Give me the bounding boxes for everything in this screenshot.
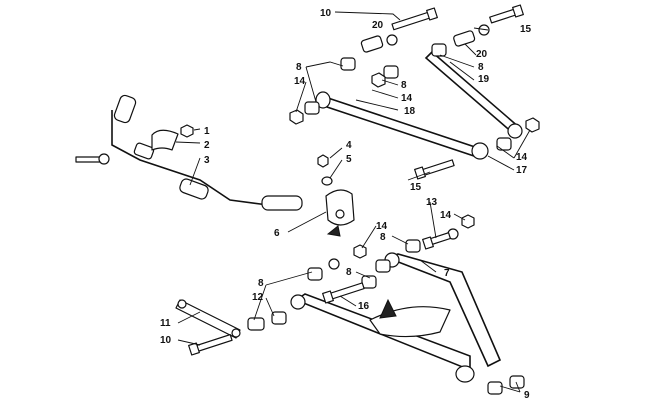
bolt-lower-15 — [414, 159, 455, 180]
clamp-bolt — [75, 156, 101, 163]
lower-a-arm-assembly — [175, 214, 525, 395]
callout-9: 9 — [524, 390, 530, 401]
sway-bar-tube — [111, 110, 269, 206]
sway-bar-clamp — [151, 129, 179, 151]
upper-arm-ball-joint — [471, 142, 489, 160]
upper-a-arm-assembly — [289, 4, 540, 180]
upper-arm-bushing-right — [507, 123, 523, 139]
link-plate-hole-a — [177, 299, 187, 309]
lower-arm-gusset — [369, 306, 451, 338]
sway-bar-assembly — [75, 94, 355, 237]
spacer-lower-12 — [247, 317, 265, 331]
callout-15-upper: 15 — [520, 24, 532, 35]
lower-arm-rear-tube — [385, 253, 502, 368]
callout-14-upper-left: 14 — [294, 76, 306, 87]
washer-lower-a — [328, 258, 340, 270]
nut-upper-a — [289, 109, 304, 125]
spacer-upper-b — [453, 30, 476, 47]
bushing-sleeve-upper-b — [304, 101, 320, 115]
bushing-9-b — [509, 375, 525, 389]
sway-bar-sleeve — [179, 178, 209, 200]
callout-2: 2 — [204, 140, 210, 151]
callout-8-upper-right: 8 — [478, 62, 484, 73]
callout-8-lower-left: 8 — [258, 278, 264, 289]
bolt-lower-10 — [188, 333, 233, 356]
leader-lines — [175, 11, 531, 393]
callout-8-upper-mid: 8 — [401, 80, 407, 91]
lower-arm-ball-joint — [455, 365, 475, 383]
callout-11: 11 — [160, 318, 171, 329]
washer-upper-b — [478, 24, 490, 36]
sway-bar-end-link — [325, 189, 355, 226]
bushing-sleeve-lower-d — [271, 311, 287, 325]
bushing-sleeve-lower-a — [405, 239, 421, 253]
bushing-sleeve-lower-c — [307, 267, 323, 281]
clamp-nut — [180, 124, 194, 138]
callout-17: 17 — [516, 165, 528, 176]
upper-arm-front-tube — [316, 95, 480, 157]
lower-arm-bushing-left — [290, 294, 306, 310]
callout-14-upper-right: 14 — [516, 152, 528, 163]
bushing-sleeve-upper-e — [496, 137, 512, 151]
bushing-sleeve-upper-c — [431, 43, 447, 57]
callout-8-lower-mid: 8 — [346, 267, 352, 278]
nut-upper-b — [371, 72, 386, 88]
sway-bar-grip-top — [113, 94, 137, 124]
callout-18: 18 — [404, 106, 416, 117]
bushing-9-a — [487, 381, 503, 395]
callout-4: 4 — [346, 140, 352, 151]
callout-19: 19 — [478, 74, 490, 85]
bushing-sleeve-upper-a — [340, 57, 356, 71]
callout-13: 13 — [426, 197, 438, 208]
bushing-sleeve-upper-d — [383, 65, 399, 79]
bolt-lower-13 — [422, 232, 451, 250]
clamp-bolt-washer — [98, 153, 110, 165]
callout-10-upper: 10 — [320, 8, 332, 19]
sway-bar-grip-end — [261, 195, 303, 211]
washer-upper-a — [386, 34, 398, 46]
end-link-nut — [317, 154, 329, 168]
callout-5: 5 — [346, 154, 352, 165]
callout-6: 6 — [274, 228, 280, 239]
callout-8-lower-right: 8 — [380, 232, 386, 243]
bushing-sleeve-lower-b — [375, 259, 391, 273]
sway-bar-bushing — [133, 142, 155, 160]
nut-lower-b — [461, 214, 475, 229]
bolt-lower-16 — [322, 282, 365, 304]
callout-12: 12 — [252, 292, 264, 303]
callout-20-upper-left: 20 — [372, 20, 384, 31]
bolt-upper-10 — [391, 7, 438, 31]
callout-14-upper-mid: 14 — [401, 93, 413, 104]
callout-15-lower: 15 — [410, 182, 422, 193]
end-link-hole — [335, 209, 345, 219]
nut-lower-a — [353, 244, 367, 259]
front-direction-arrow-upper — [326, 225, 341, 237]
callout-14-lower-left: 14 — [376, 221, 388, 232]
callout-labels: 1 2 3 4 5 6 7 8 8 8 8 8 8 9 10 10 11 12 … — [160, 8, 532, 401]
nut-upper-c — [525, 117, 540, 133]
callout-16: 16 — [358, 301, 370, 312]
callout-10-lower: 10 — [160, 335, 172, 346]
end-link-washer — [321, 176, 333, 186]
front-direction-arrow-lower — [379, 298, 397, 319]
upper-arm-rear-tube — [424, 50, 522, 136]
callout-3: 3 — [204, 155, 210, 166]
bushing-sleeve-lower-e — [361, 275, 377, 289]
spacer-upper-a — [360, 35, 384, 53]
bolt-upper-15 — [489, 4, 524, 24]
link-plate — [175, 299, 241, 339]
callout-7: 7 — [444, 268, 450, 279]
link-plate-hole-b — [231, 328, 241, 338]
callout-8-upper-left: 8 — [296, 62, 302, 73]
callout-1: 1 — [204, 126, 210, 137]
callout-14-lower-right: 14 — [440, 210, 452, 221]
callout-20-upper-right: 20 — [476, 49, 488, 60]
